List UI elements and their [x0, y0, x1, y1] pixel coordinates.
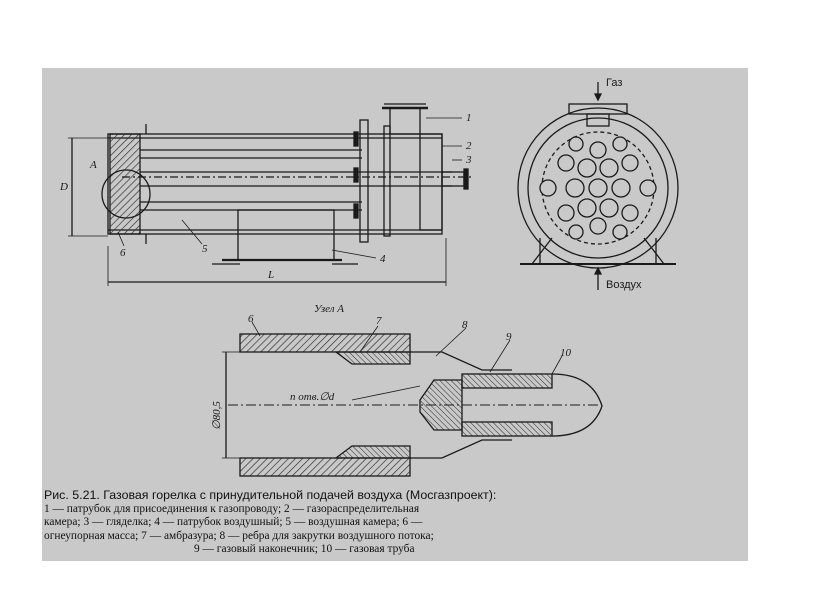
detail-label-8: 8	[462, 319, 468, 331]
label-5: 5	[202, 243, 208, 255]
label-4: 4	[380, 253, 386, 265]
label-3: 3	[465, 154, 472, 166]
detail-view-labels: Узел А 6 7 8 9 10 n отв.∅d ∅80,5	[211, 303, 572, 430]
detail-label-10: 10	[560, 347, 572, 359]
scanned-figure: 1 2 3 4 5 6 A D L	[42, 68, 748, 561]
detail-label-9: 9	[506, 331, 512, 343]
label-L: L	[267, 269, 274, 281]
caption-line-1: 1 — патрубок для присоединения к газопро…	[44, 502, 420, 515]
label-D: D	[59, 181, 68, 193]
caption-line-4: 9 — газовый наконечник; 10 — газовая тру…	[194, 543, 415, 556]
gas-label: Газ	[606, 77, 622, 89]
detail-label-6: 6	[248, 313, 254, 325]
end-view	[517, 82, 679, 290]
side-section-labels: 1 2 3 4 5 6 A D L	[59, 112, 472, 281]
label-2: 2	[466, 140, 472, 152]
air-label: Воздух	[606, 279, 642, 291]
label-A: A	[89, 159, 97, 171]
detail-view	[222, 321, 603, 477]
label-1: 1	[466, 112, 472, 124]
figure-caption: Рис. 5.21. Газовая горелка с принудитель…	[44, 488, 744, 557]
caption-line-3: огнеупорная масса; 7 — амбразура; 8 — ре…	[44, 529, 434, 542]
hole-label: n отв.∅d	[290, 391, 335, 403]
burner-drawing: 1 2 3 4 5 6 A D L	[59, 77, 679, 477]
detail-label-7: 7	[376, 315, 382, 327]
end-view-labels: Газ Воздух	[606, 77, 642, 291]
label-6: 6	[120, 247, 126, 259]
detail-title: Узел А	[314, 303, 344, 315]
side-section-view	[68, 103, 472, 286]
caption-title: Рис. 5.21. Газовая горелка с принудитель…	[44, 488, 497, 502]
diameter-label: ∅80,5	[211, 401, 223, 430]
caption-line-2: камера; 3 — гляделка; 4 — патрубок возду…	[44, 516, 423, 529]
